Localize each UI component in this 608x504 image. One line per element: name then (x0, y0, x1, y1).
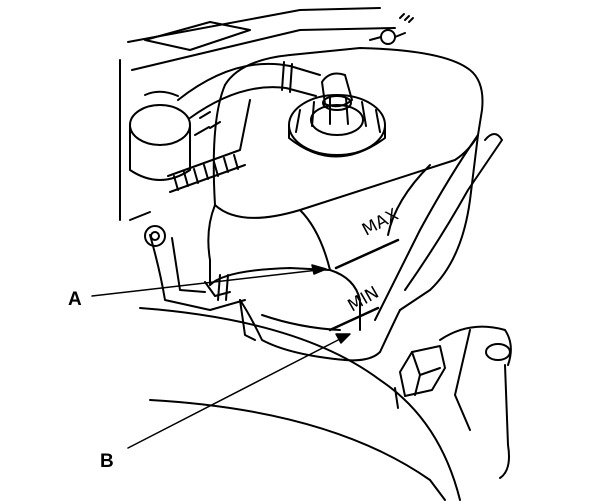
callout-b-leader (127, 337, 343, 449)
engine-bay-background (119, 7, 414, 221)
min-level-mark: MIN (345, 283, 383, 317)
callout-label-b: B (100, 451, 114, 472)
callout-label-a: A (68, 289, 82, 310)
coolant-reservoir (207, 47, 484, 362)
callout-b-arrowhead (335, 333, 351, 344)
lower-bracket (144, 225, 256, 341)
callout-leaders (91, 264, 351, 449)
foreground-panels (139, 307, 461, 501)
electrical-connector (394, 325, 512, 479)
callout-a-arrowhead (311, 264, 327, 275)
filler-cap (288, 72, 386, 158)
side-hose (374, 133, 503, 321)
callout-a-leader (91, 269, 319, 297)
upper-hose (177, 61, 321, 119)
